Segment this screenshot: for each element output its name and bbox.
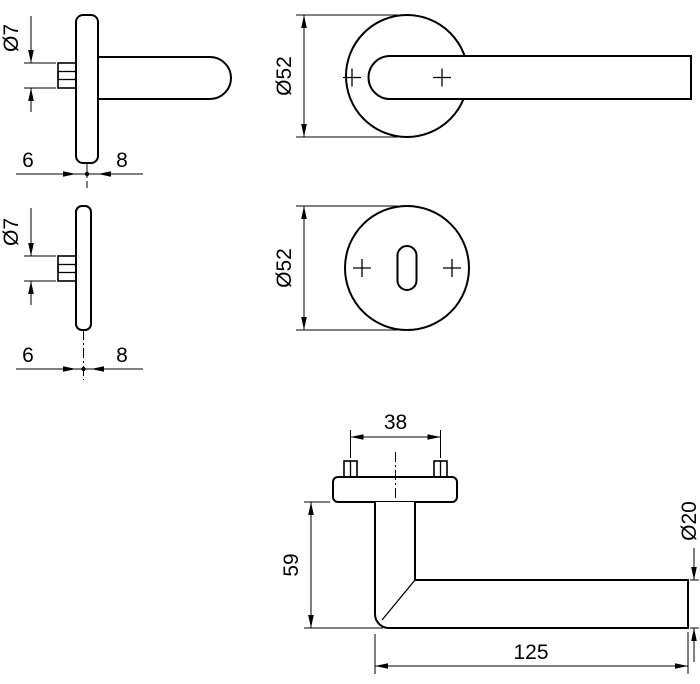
handle-front-view: Ø52 — [273, 14, 692, 138]
handle-lever-profile — [374, 502, 689, 629]
arrowhead — [308, 615, 314, 628]
arrowhead — [691, 567, 697, 580]
arrowhead — [308, 502, 314, 515]
dim-38: 38 — [350, 411, 441, 458]
miter-joint-line — [381, 579, 416, 621]
arrowhead — [675, 663, 688, 669]
fixing-screw-side — [57, 62, 77, 89]
arrowhead — [301, 124, 307, 137]
arrowhead — [301, 206, 307, 219]
dim-label-6: 6 — [22, 344, 34, 367]
fixing-screw-side — [57, 255, 77, 282]
arrowhead — [427, 434, 441, 440]
arrowhead — [28, 243, 34, 256]
escutcheon-side-view: Ø7 6 8 — [0, 205, 143, 380]
dim-label-38: 38 — [384, 411, 407, 434]
screw-cross-mark — [443, 259, 461, 277]
dim-label-diameter-52: Ø52 — [273, 248, 296, 288]
arrowhead — [301, 15, 307, 28]
screw-cross-mark — [353, 259, 371, 277]
dim-125: 125 — [374, 632, 689, 674]
dim-diameter-20: Ø20 — [678, 501, 700, 662]
dim-diameter-7: Ø7 — [0, 16, 56, 112]
keyhole-slot — [396, 245, 418, 291]
dim-label-diameter-7: Ø7 — [0, 218, 23, 246]
dim-59: 59 — [280, 501, 383, 629]
handle-grip-side — [97, 56, 232, 100]
arrowhead — [28, 281, 34, 294]
arrowhead — [375, 663, 388, 669]
dim-6-8: 6 8 — [16, 344, 143, 372]
dim-label-6: 6 — [22, 149, 34, 172]
handle-side-view: Ø7 6 8 — [0, 14, 232, 188]
arrowhead — [28, 88, 34, 101]
dim-label-8: 8 — [116, 149, 128, 172]
screw-cross-mark — [343, 68, 361, 87]
escutcheon-plate-side — [75, 205, 92, 331]
arrowhead — [63, 171, 76, 177]
arrowhead — [63, 366, 76, 372]
arrowhead — [691, 628, 697, 641]
escutcheon-front-view: Ø52 — [273, 205, 470, 331]
rose-plate-side — [75, 14, 99, 164]
dim-label-59: 59 — [280, 553, 303, 576]
dim-label-125: 125 — [513, 641, 548, 664]
dim-diameter-52: Ø52 — [273, 14, 398, 138]
dim-6-8: 6 8 — [16, 149, 143, 177]
handle-grip-front — [367, 55, 692, 100]
dim-diameter-52: Ø52 — [273, 205, 398, 331]
arrowhead — [28, 50, 34, 63]
arrowhead — [301, 317, 307, 330]
screw-cross-mark — [433, 68, 451, 87]
dim-label-diameter-7: Ø7 — [0, 24, 23, 52]
handle-profile-view: 38 59 Ø20 125 — [280, 411, 700, 674]
dim-label-diameter-52: Ø52 — [273, 56, 296, 96]
dim-label-diameter-20: Ø20 — [678, 501, 700, 541]
arrowhead — [350, 434, 364, 440]
dim-diameter-7: Ø7 — [0, 208, 56, 305]
arrowhead — [91, 366, 104, 372]
arrowhead — [98, 171, 111, 177]
dim-label-8: 8 — [116, 344, 128, 367]
